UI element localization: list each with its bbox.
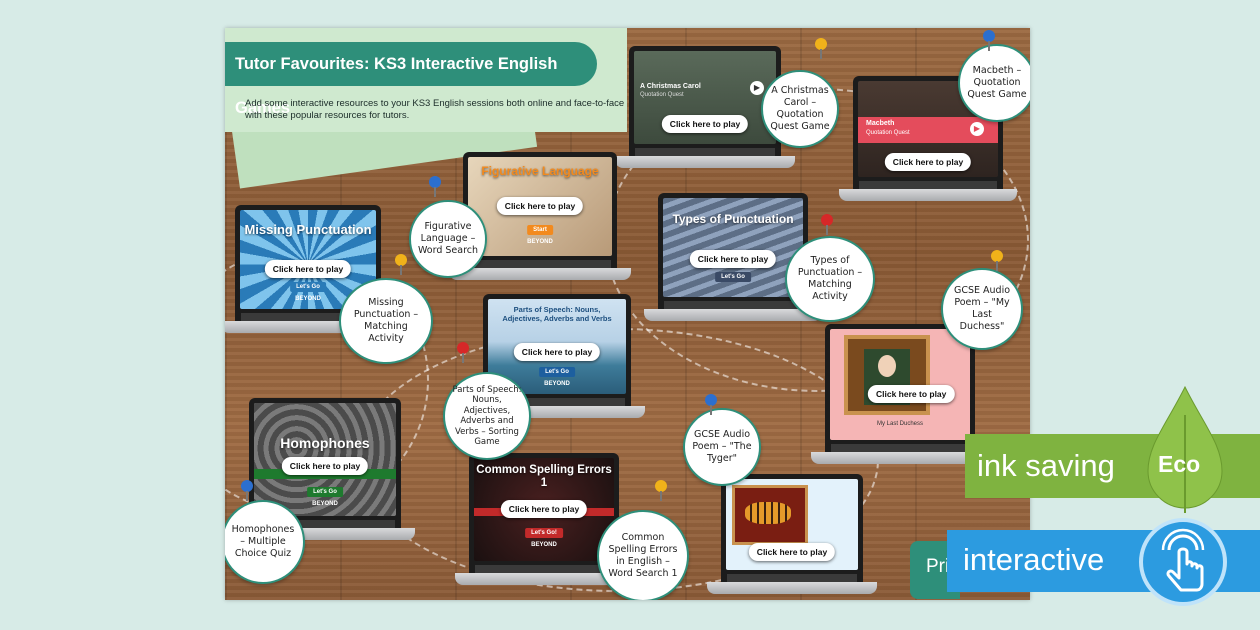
pushpin-icon [991, 250, 1003, 271]
label-homophones[interactable]: Homophones – Multiple Choice Quiz [225, 500, 305, 584]
screen-title: Common Spelling Errors 1 [476, 464, 612, 489]
label-common-spelling-errors[interactable]: Common Spelling Errors in English – Word… [597, 510, 689, 600]
keyboard [241, 313, 375, 321]
pushpin-icon [395, 254, 407, 275]
pushpin-icon [815, 38, 827, 59]
screen-title: Missing Punctuation [244, 222, 372, 237]
screen-subtitle: Quotation Quest [866, 130, 910, 136]
label-christmas-carol[interactable]: A Christmas Carol – Quotation Quest Game [761, 70, 839, 148]
keyboard [727, 574, 857, 582]
play-button[interactable]: Click here to play [867, 385, 955, 403]
label-missing-punctuation[interactable]: Missing Punctuation – Matching Activity [339, 278, 433, 364]
label-parts-of-speech[interactable]: Parts of Speech: Nouns, Adjectives, Adve… [443, 372, 531, 460]
lets-go-button[interactable]: Let's Go [715, 272, 751, 282]
lets-go-button[interactable]: Let's Go [539, 367, 575, 377]
pushpin-icon [457, 342, 469, 363]
play-button[interactable]: Click here to play [748, 543, 836, 561]
laptop-types-of-punctuation: Types of Punctuation Click here to play … [644, 193, 822, 321]
touch-hand-icon [1139, 518, 1227, 606]
resource-board: Tutor Favourites: KS3 Interactive Englis… [225, 28, 1030, 600]
laptop-base [811, 452, 989, 464]
play-button[interactable]: Click here to play [689, 250, 777, 268]
keyboard [635, 148, 775, 156]
keyboard [469, 260, 611, 268]
keyboard [831, 444, 969, 452]
play-button[interactable]: Click here to play [264, 260, 352, 278]
brand-logo: BEYOND [531, 542, 557, 548]
brand-logo: BEYOND [295, 296, 321, 302]
play-icon[interactable]: ▶ [970, 122, 984, 136]
play-icon[interactable]: ▶ [750, 81, 764, 95]
pushpin-icon [429, 176, 441, 197]
brand-logo: BEYOND [527, 239, 553, 245]
laptop-missing-punctuation: Missing Punctuation Click here to play L… [225, 205, 395, 333]
eco-label: Eco [1158, 451, 1201, 477]
laptop-common-spelling-errors: Common Spelling Errors 1 Click here to p… [455, 453, 633, 585]
pushpin-icon [705, 394, 717, 415]
play-button[interactable]: Click here to play [513, 343, 601, 361]
keyboard [475, 565, 613, 573]
label-audio-tyger[interactable]: GCSE Audio Poem – "The Tyger" [683, 408, 761, 486]
lets-go-button[interactable]: Let's Go [307, 487, 343, 497]
interactive-label: interactive [963, 542, 1105, 577]
laptop-base [644, 309, 822, 321]
play-button[interactable]: Click here to play [500, 500, 588, 518]
screen-caption: My Last Duchess [876, 421, 924, 427]
screen-title: Homophones [280, 435, 370, 451]
leaf-drop-icon [1147, 385, 1223, 513]
laptop-christmas-carol: A Christmas Carol Quotation Quest ▶ Clic… [615, 46, 795, 168]
laptop-figurative-language: Figurative Language Click here to play S… [449, 152, 631, 280]
screen-title: Parts of Speech: Nouns, Adjectives, Adve… [502, 305, 612, 323]
play-button[interactable]: Click here to play [496, 197, 584, 215]
keyboard [664, 301, 802, 309]
page-title: Tutor Favourites: KS3 Interactive Englis… [225, 42, 597, 117]
screen-title: Macbeth [866, 120, 895, 127]
pushpin-icon [983, 30, 995, 51]
screen-title: A Christmas Carol [640, 83, 701, 90]
play-button[interactable]: Click here to play [884, 153, 972, 171]
screen-title: Types of Punctuation [672, 212, 794, 226]
laptop-my-last-duchess: Click here to play My Last Duchess [811, 324, 989, 464]
keyboard [859, 181, 997, 189]
lets-go-button[interactable]: Let's Go! [525, 528, 563, 538]
start-button[interactable]: Start [527, 225, 553, 235]
lets-go-button[interactable]: Let's Go [290, 282, 326, 292]
brand-logo: BEYOND [544, 381, 570, 387]
laptop-base [455, 573, 633, 585]
screen-subtitle: Quotation Quest [640, 92, 684, 98]
page-description: Add some interactive resources to your K… [245, 98, 625, 121]
brand-logo: BEYOND [312, 501, 338, 507]
portrait-frame [844, 335, 930, 415]
ink-saving-label: ink saving [977, 448, 1115, 483]
tiger-painting [732, 485, 808, 545]
laptop-the-tyger: Click here to play [707, 474, 877, 594]
keyboard [489, 398, 625, 406]
laptop-base [707, 582, 877, 594]
pushpin-icon [821, 214, 833, 235]
screen-title: Figurative Language [481, 164, 599, 178]
laptop-base [839, 189, 1017, 201]
keyboard [255, 520, 395, 528]
pushpin-icon [241, 480, 253, 501]
label-macbeth[interactable]: Macbeth – Quotation Quest Game [958, 44, 1030, 122]
laptop-base [615, 156, 795, 168]
label-figurative-language[interactable]: Figurative Language – Word Search [409, 200, 487, 278]
label-types-of-punctuation[interactable]: Types of Punctuation – Matching Activity [785, 236, 875, 322]
pushpin-icon [655, 480, 667, 501]
play-button[interactable]: Click here to play [661, 115, 749, 133]
laptop-base [449, 268, 631, 280]
play-button[interactable]: Click here to play [281, 457, 369, 475]
label-audio-duchess[interactable]: GCSE Audio Poem – "My Last Duchess" [941, 268, 1023, 350]
